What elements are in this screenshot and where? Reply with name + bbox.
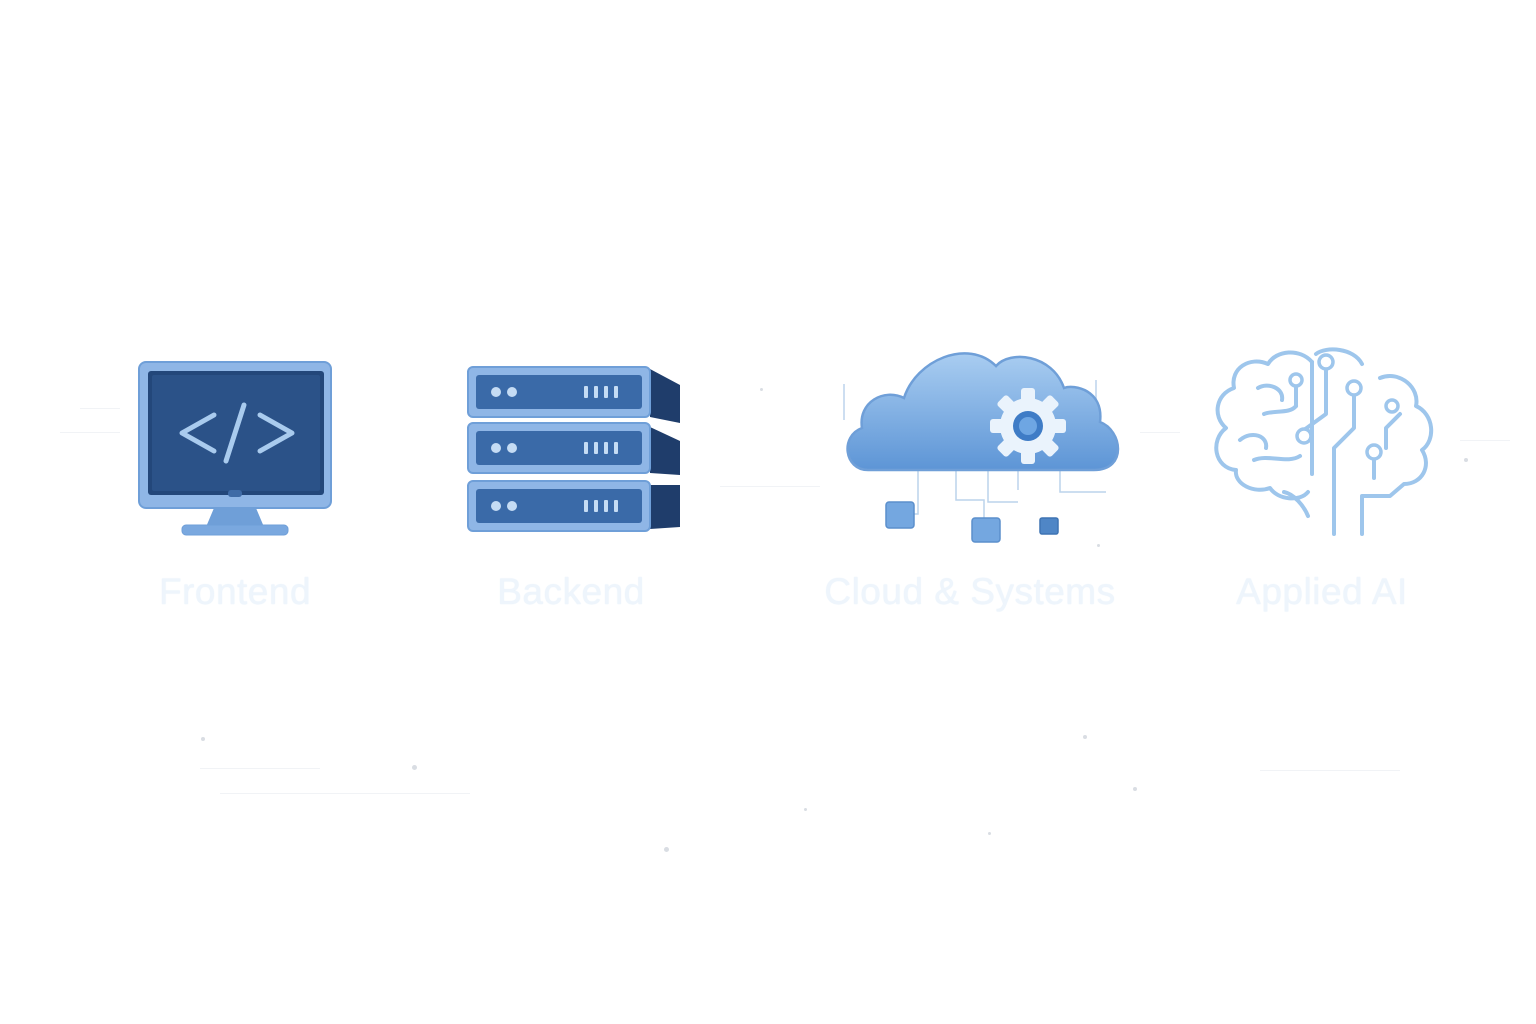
background-speck — [664, 847, 669, 852]
background-speck — [804, 808, 807, 811]
background-speck — [201, 737, 205, 741]
category-label-backend: Backend — [497, 571, 645, 612]
background-line — [720, 486, 820, 487]
background-line — [80, 408, 120, 409]
background-line — [60, 432, 120, 433]
cloud-gear-icon — [843, 352, 1120, 543]
node-square-icon — [885, 501, 915, 529]
circuit-brain-icon — [1214, 347, 1433, 536]
circuit-node-icon — [1345, 379, 1363, 397]
circuit-node-icon — [1365, 443, 1383, 461]
monitor-code-icon — [138, 361, 332, 536]
background-line — [1260, 770, 1400, 771]
cloud-shape — [846, 352, 1120, 472]
circuit-node-icon — [1295, 427, 1313, 445]
background-speck — [988, 832, 991, 835]
background-speck — [760, 388, 763, 391]
server-stack-icon — [467, 366, 680, 532]
background-speck — [1083, 735, 1087, 739]
circuit-node-icon — [1384, 398, 1400, 414]
server-unit-icon — [467, 366, 680, 423]
background-line — [200, 768, 320, 769]
circuit-node-icon — [1288, 372, 1304, 388]
background-speck — [412, 765, 417, 770]
node-square-icon — [1039, 517, 1059, 535]
node-square-icon — [971, 517, 1001, 543]
background-speck — [1133, 787, 1137, 791]
category-label-applied-ai: Applied AI — [1236, 571, 1408, 612]
background-line — [1460, 440, 1510, 441]
background-speck — [1097, 544, 1100, 547]
background-speck — [1464, 458, 1468, 462]
server-unit-icon — [467, 480, 680, 532]
background-line — [220, 793, 470, 794]
background-line — [1140, 432, 1180, 433]
server-unit-icon — [467, 422, 680, 475]
gear-icon — [990, 388, 1066, 464]
circuit-node-icon — [1317, 353, 1335, 371]
category-label-frontend: Frontend — [158, 571, 312, 612]
category-label-cloud-systems: Cloud & Systems — [824, 571, 1116, 612]
